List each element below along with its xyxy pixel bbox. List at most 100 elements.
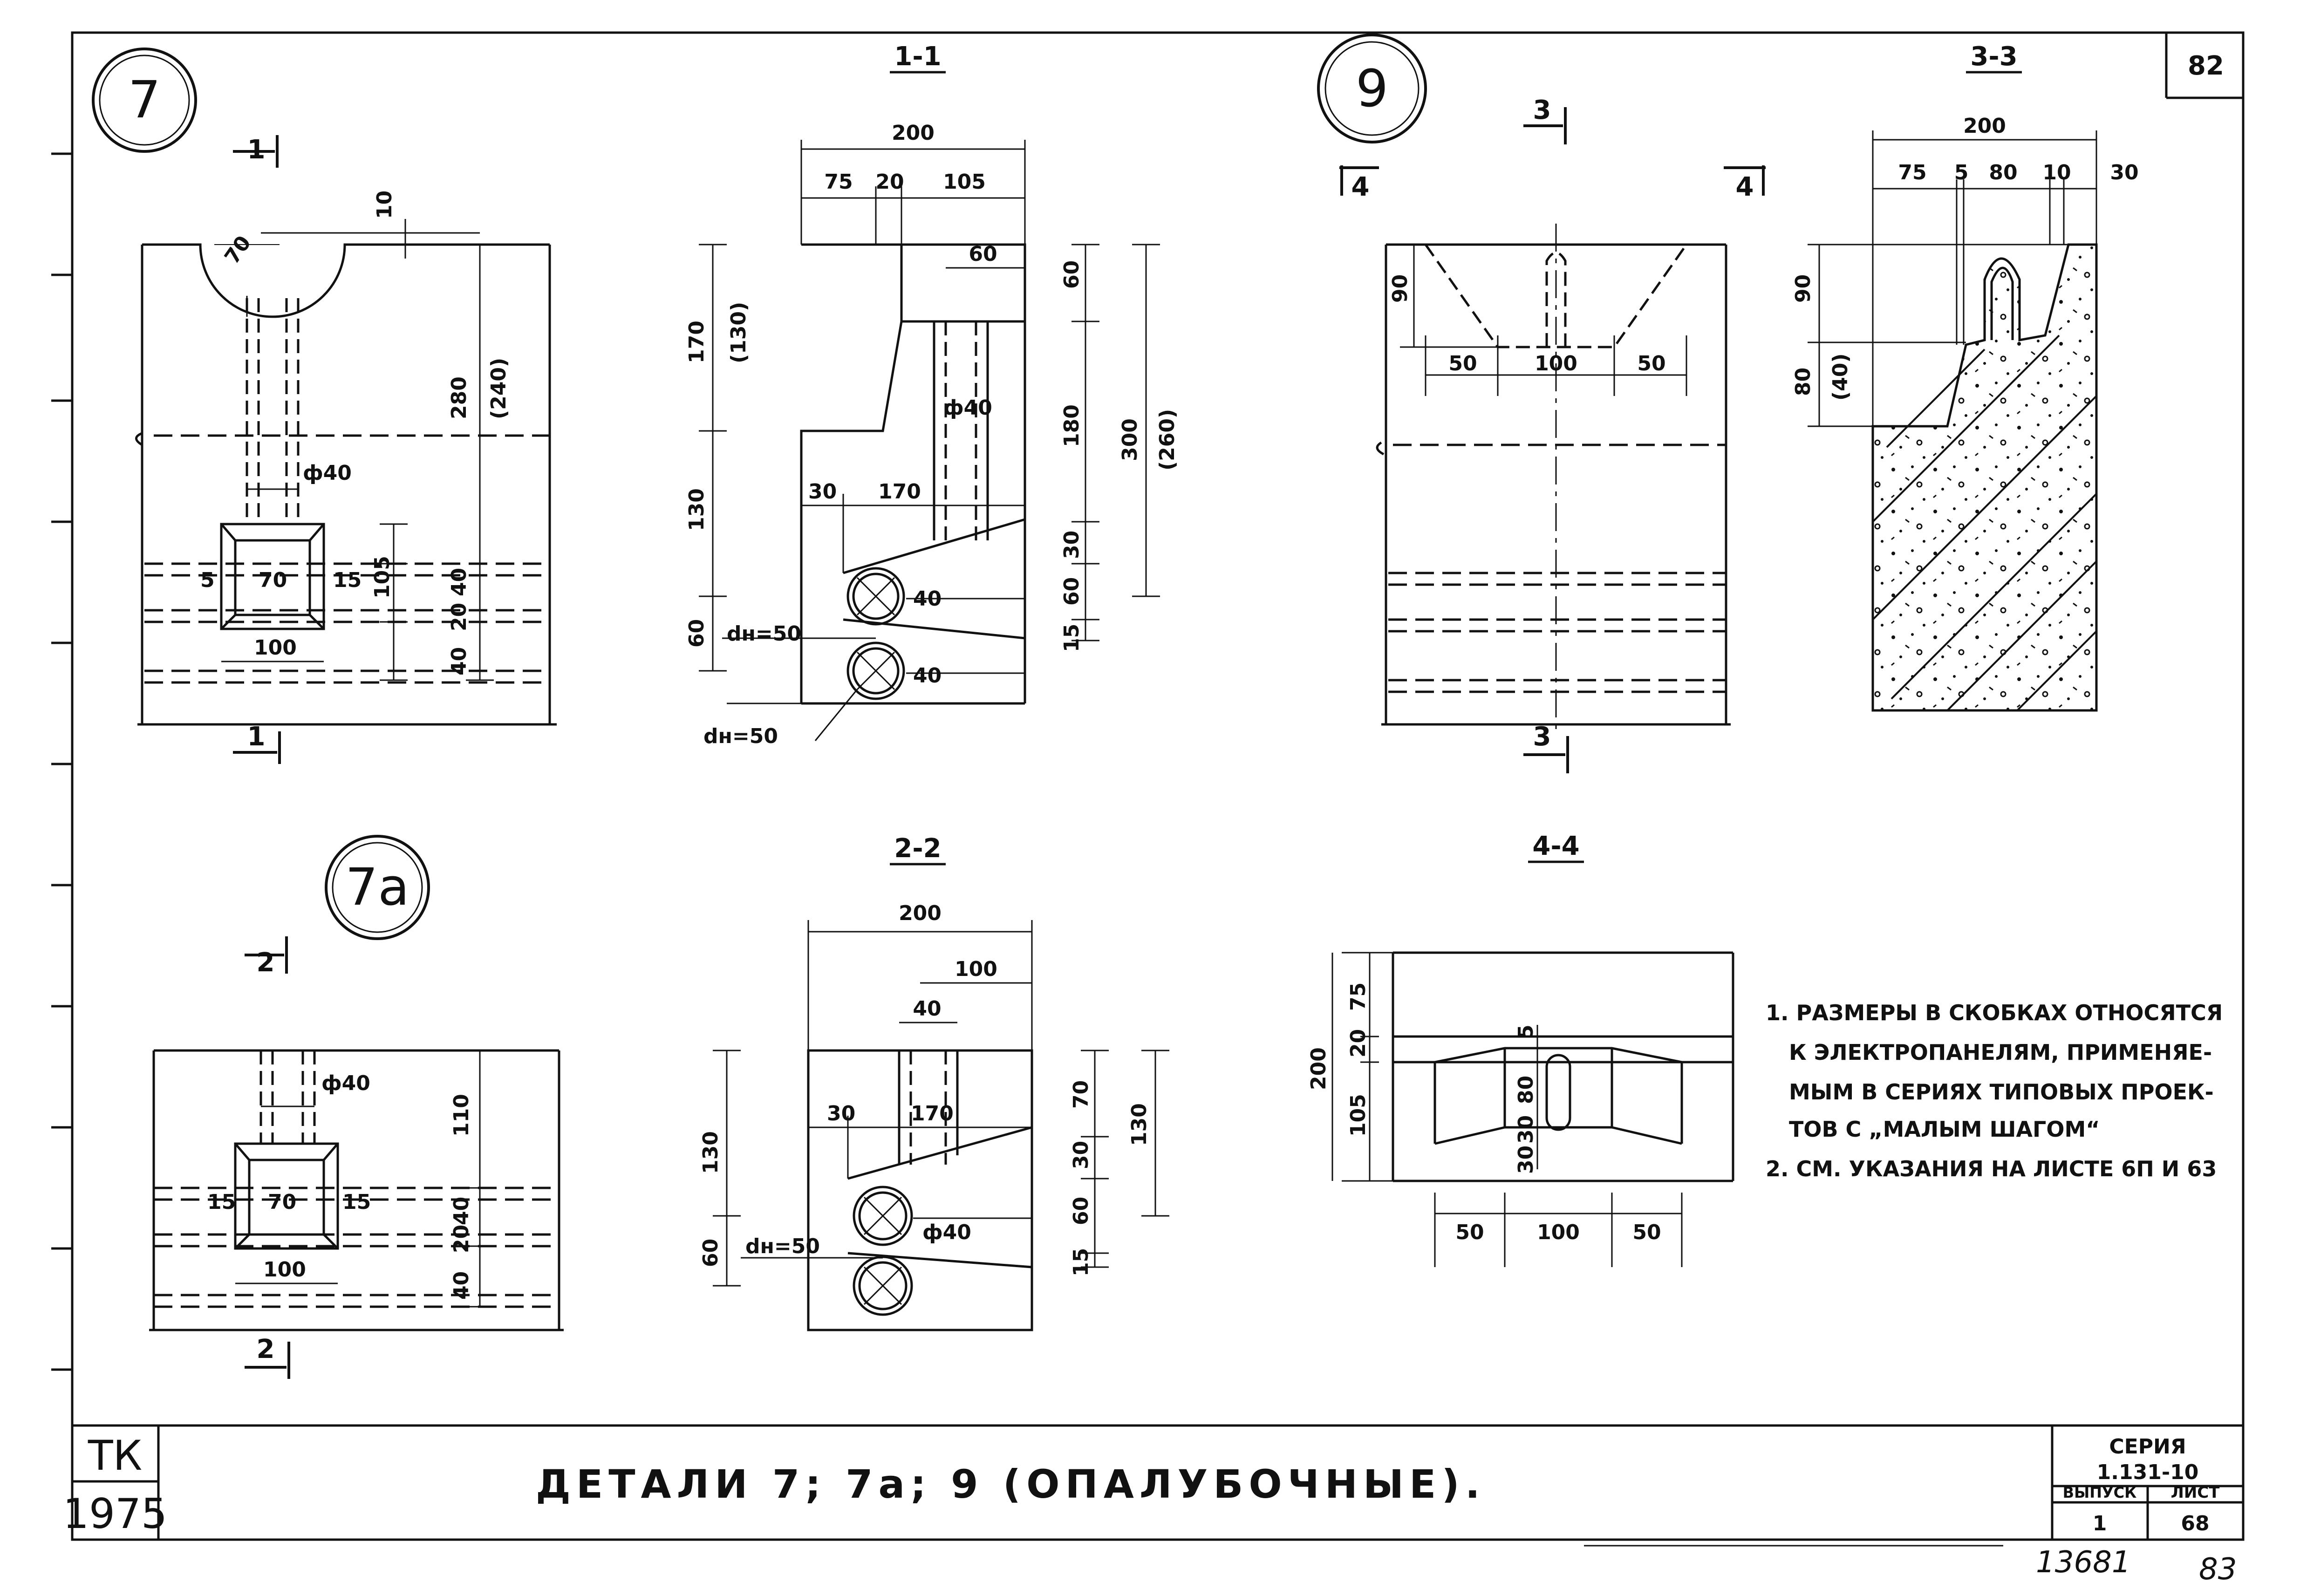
svg-text:80: 80	[1791, 368, 1815, 396]
svg-text:60: 60	[685, 619, 709, 648]
section-2-2-dimensions: 200 100 40 30 170 130 60 dн=50 ф40 70 30…	[699, 901, 1151, 1276]
svg-text:40: 40	[447, 568, 471, 596]
cut-mark-4-right: 4	[1736, 172, 1754, 202]
svg-text:80: 80	[1989, 161, 2017, 184]
svg-text:100: 100	[955, 957, 997, 981]
svg-text:170: 170	[878, 480, 921, 504]
sheet-frame	[71, 31, 2245, 1541]
list-label: ЛИСТ	[2171, 1483, 2220, 1502]
svg-text:50: 50	[1632, 1221, 1661, 1244]
svg-text:40: 40	[913, 997, 941, 1021]
svg-text:ф40: ф40	[922, 1221, 971, 1244]
svg-text:90: 90	[1388, 274, 1412, 303]
svg-text:60: 60	[1060, 260, 1084, 289]
archive-number: 13681	[2036, 1545, 2131, 1580]
vypusk-label: ВЫПУСК	[2063, 1484, 2137, 1501]
svg-text:20: 20	[1346, 1029, 1370, 1057]
section-4-4-dimensions: 75 20 200 105 5 80 30 30 50 100 50	[1307, 982, 1661, 1244]
svg-text:5: 5	[1514, 1024, 1538, 1039]
svg-text:170: 170	[685, 321, 709, 363]
seria-label: СЕРИЯ	[2109, 1435, 2186, 1459]
section-4-4-drawing	[1331, 951, 1734, 1267]
svg-text:30: 30	[808, 480, 837, 504]
svg-text:40: 40	[450, 1271, 473, 1300]
svg-text:200: 200	[1307, 1047, 1331, 1090]
cut-mark-2-top: 2	[257, 948, 275, 978]
section-3-3-dimensions: 200 75 5 80 10 30 90 80 (40)	[1791, 114, 2139, 401]
page-number: 83	[2199, 1552, 2237, 1587]
svg-text:75: 75	[824, 170, 853, 194]
svg-text:(260): (260)	[1155, 409, 1179, 471]
section-1-1-header: 1-1	[894, 41, 941, 72]
detail-7a-drawing	[149, 936, 564, 1379]
svg-text:50: 50	[1448, 352, 1477, 375]
svg-text:10: 10	[373, 191, 396, 219]
svg-text:170: 170	[911, 1102, 954, 1125]
svg-text:60: 60	[699, 1239, 723, 1267]
svg-text:70: 70	[268, 1190, 296, 1214]
svg-text:200: 200	[899, 901, 942, 925]
section-2-2-header: 2-2	[894, 833, 941, 864]
svg-text:200: 200	[892, 121, 935, 145]
svg-text:100: 100	[263, 1258, 306, 1282]
svg-text:130: 130	[685, 488, 709, 531]
vypusk-value: 1	[2093, 1512, 2107, 1535]
svg-text:40: 40	[913, 587, 942, 611]
svg-text:15: 15	[333, 568, 362, 592]
svg-text:40: 40	[447, 647, 471, 675]
svg-text:70: 70	[220, 232, 256, 268]
svg-text:40: 40	[450, 1197, 473, 1225]
section-4-4-header: 4-4	[1532, 831, 1579, 861]
svg-text:30: 30	[2110, 161, 2138, 184]
cut-mark-1-top: 1	[247, 135, 266, 165]
svg-text:110: 110	[450, 1094, 473, 1137]
svg-text:75: 75	[1346, 982, 1370, 1011]
svg-text:10: 10	[2042, 161, 2071, 184]
note-2: 2. СМ. УКАЗАНИЯ НА ЛИСТЕ 6П И 63	[1766, 1156, 2217, 1181]
detail-7a-label: 7а	[345, 857, 409, 917]
detail-9-marker	[1317, 34, 1427, 143]
svg-text:300: 300	[1118, 418, 1142, 461]
detail-9-dimensions: 90 50 100 50	[1388, 274, 1666, 375]
note-1-line-2: К ЭЛЕКТРОПАНЕЛЯМ, ПРИМЕНЯЕ-	[1789, 1040, 2212, 1065]
detail-7a-marker	[325, 835, 430, 940]
note-1-line-1: 1. РАЗМЕРЫ В СКОБКАХ ОТНОСЯТСЯ	[1766, 1000, 2223, 1025]
svg-text:130: 130	[1127, 1103, 1151, 1146]
svg-text:50: 50	[1637, 352, 1665, 375]
svg-text:200: 200	[1963, 114, 2006, 138]
svg-text:30: 30	[1060, 531, 1084, 559]
section-1-1-dimensions: 200 75 20 105 60 60 170 (130) ф40 180 30…	[685, 121, 1179, 748]
seria-value: 1.131-10	[2097, 1460, 2199, 1484]
svg-text:(40): (40)	[1829, 354, 1852, 401]
svg-text:30: 30	[827, 1102, 855, 1125]
section-1-1-drawing	[699, 140, 1160, 741]
cut-mark-4-left: 4	[1351, 172, 1370, 202]
svg-text:100: 100	[1537, 1221, 1580, 1244]
svg-text:20: 20	[447, 603, 471, 631]
svg-text:(130): (130)	[727, 302, 751, 363]
sheet-title: ДЕТАЛИ 7; 7а; 9 (ОПАЛУБОЧНЫЕ).	[536, 1461, 1486, 1507]
cut-mark-2-bottom: 2	[257, 1334, 275, 1364]
drawing-notes: 1. РАЗМЕРЫ В СКОБКАХ ОТНОСЯТСЯ К ЭЛЕКТРО…	[1766, 1000, 2223, 1181]
svg-text:100: 100	[1535, 352, 1577, 375]
svg-text:40: 40	[913, 664, 942, 688]
svg-text:dн=50: dн=50	[745, 1235, 820, 1258]
svg-text:15: 15	[1060, 624, 1084, 652]
detail-9-label: 9	[1356, 59, 1388, 118]
svg-text:80: 80	[1514, 1076, 1538, 1104]
detail-7-marker	[92, 48, 197, 153]
svg-text:20: 20	[875, 170, 904, 194]
cut-mark-1-bottom: 1	[247, 722, 266, 752]
svg-text:5: 5	[1954, 161, 1969, 184]
svg-text:30: 30	[1514, 1115, 1538, 1144]
detail-7a-dimensions: ф40 15 70 15 100 110 40 20 40	[207, 1071, 473, 1300]
section-2-2-drawing	[713, 920, 1169, 1331]
svg-text:20: 20	[450, 1225, 473, 1253]
svg-text:(240): (240)	[487, 358, 511, 419]
svg-text:30: 30	[1514, 1146, 1538, 1174]
svg-text:75: 75	[1898, 161, 1926, 184]
note-1-line-3: МЫМ В СЕРИЯХ ТИПОВЫХ ПРОЕК-	[1789, 1079, 2214, 1105]
cut-mark-3-top: 3	[1533, 95, 1551, 125]
svg-text:105: 105	[1346, 1094, 1370, 1137]
